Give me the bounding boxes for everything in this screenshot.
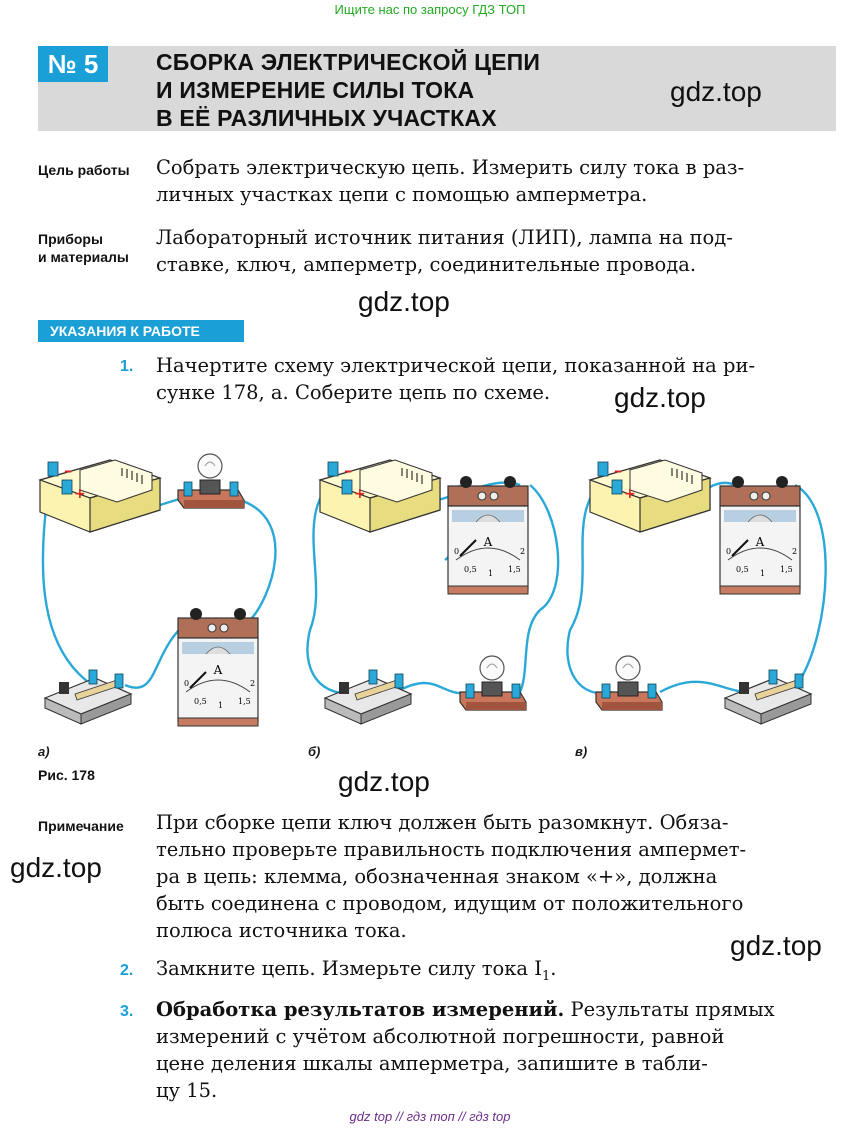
step-3-line-1-rest: Результаты прямых: [564, 998, 775, 1021]
step-3-line-1: Обработка результатов измерений. Результ…: [156, 996, 836, 1023]
watermark: gdz.top: [614, 382, 706, 413]
materials-label-line-2: и материалы: [38, 249, 129, 265]
step-2-text: Замкните цепь. Измерьте силу тока I1.: [156, 955, 556, 990]
materials-label-line-1: Приборы: [38, 231, 103, 247]
goal-text: Собрать электрическую цепь. Измерить сил…: [156, 154, 836, 208]
note-text: При сборке цепи ключ должен быть разомкн…: [156, 809, 836, 944]
watermark: gdz.top: [730, 930, 822, 961]
ammeter-scale-label: 1: [218, 701, 223, 710]
figure-label: Рис. 178: [38, 767, 95, 783]
ammeter-letter: A: [213, 663, 223, 677]
title-line-1: СБОРКА ЭЛЕКТРИЧЕСКОЙ ЦЕПИ: [156, 49, 541, 75]
note-line-1: При сборке цепи ключ должен быть разомкн…: [156, 811, 729, 834]
watermark: gdz.top: [338, 766, 430, 797]
note-label: Примечание: [38, 818, 124, 834]
ammeter-scale-label: 1: [760, 569, 765, 578]
ammeter-letter: A: [755, 535, 765, 549]
step-3-heading: Обработка результатов измерений.: [156, 998, 565, 1021]
work-number-badge: № 5: [38, 46, 108, 82]
caption-b: б): [308, 744, 321, 759]
step-3-text: Обработка результатов измерений. Результ…: [156, 996, 836, 1104]
step-3-number: 3.: [120, 1003, 134, 1020]
ammeter-scale-label: 2: [520, 547, 525, 556]
caption-c: в): [575, 744, 588, 759]
note-line-3: ра в цепь: клемма, обозначенная знаком «…: [156, 865, 718, 888]
watermark: gdz.top: [10, 852, 102, 883]
materials-text: Лабораторный источник питания (ЛИП), лам…: [156, 224, 836, 278]
ammeter-scale-label: 0: [726, 547, 731, 556]
goal-line-2: личных участках цепи с помощью амперметр…: [156, 183, 648, 206]
caption-a: а): [38, 744, 50, 759]
watermark: gdz.top: [358, 286, 450, 317]
materials-line-2: ставке, ключ, амперметр, соединительные …: [156, 253, 697, 276]
ammeter-scale-label: 2: [792, 547, 797, 556]
ammeter-scale-label: 1: [488, 569, 493, 578]
title-line-3: В ЕЁ РАЗЛИЧНЫХ УЧАСТКАХ: [156, 105, 497, 131]
header-bar: [38, 46, 836, 131]
step-3-line-2: измерений с учётом абсолютной погрешност…: [156, 1025, 725, 1048]
top-banner[interactable]: Ищите нас по запросу ГДЗ ТОП: [334, 2, 526, 17]
ammeter-scale-label: 0,5: [736, 565, 749, 574]
ammeter-scale-label: 0,5: [464, 565, 477, 574]
note-line-5: полюса источника тока.: [156, 919, 407, 942]
goal-label: Цель работы: [38, 162, 130, 178]
step-1-number: 1.: [120, 358, 134, 375]
page-title: СБОРКА ЭЛЕКТРИЧЕСКОЙ ЦЕПИ И ИЗМЕРЕНИЕ СИ…: [156, 48, 540, 132]
circuit-figure: – +: [39, 453, 827, 727]
materials-line-1: Лабораторный источник питания (ЛИП), лам…: [156, 226, 733, 249]
section-heading: УКАЗАНИЯ К РАБОТЕ: [38, 320, 244, 342]
title-line-2: И ИЗМЕРЕНИЕ СИЛЫ ТОКА: [156, 77, 475, 103]
note-line-2: тельно проверьте правильность подключени…: [156, 838, 747, 861]
step-2-body: Замкните цепь. Измерьте силу тока I: [156, 957, 542, 980]
ammeter-scale-label: 1,5: [238, 697, 251, 706]
watermark: gdz.top: [670, 76, 762, 107]
bottom-banner[interactable]: gdz top // гдз топ // гдз top: [349, 1109, 511, 1124]
note-line-4: быть соединена с проводом, идущим от пол…: [156, 892, 744, 915]
step-2-number: 2.: [120, 962, 134, 979]
ammeter-scale-label: 1,5: [780, 565, 793, 574]
ammeter-scale-label: 0,5: [194, 697, 207, 706]
step-2-end: .: [550, 957, 557, 980]
step-3-line-4: цу 15.: [156, 1079, 218, 1102]
step-2-subscript: 1: [541, 968, 551, 984]
materials-label: Приборы и материалы: [38, 230, 129, 266]
step-1-text: Начертите схему электрической цепи, пока…: [156, 352, 836, 406]
ammeter-scale-label: 0: [454, 547, 459, 556]
step-3-line-3: цене деления шкалы амперметра, запишите …: [156, 1052, 708, 1075]
ammeter-scale-label: 1,5: [508, 565, 521, 574]
step-1-line-1: Начертите схему электрической цепи, пока…: [156, 354, 756, 377]
goal-line-1: Собрать электрическую цепь. Измерить сил…: [156, 156, 745, 179]
ammeter-scale-label: 2: [250, 679, 255, 688]
step-1-line-2: сунке 178, а. Соберите цепь по схеме.: [156, 381, 551, 404]
ammeter-scale-label: 0: [184, 679, 189, 688]
ammeter-letter: A: [483, 535, 493, 549]
